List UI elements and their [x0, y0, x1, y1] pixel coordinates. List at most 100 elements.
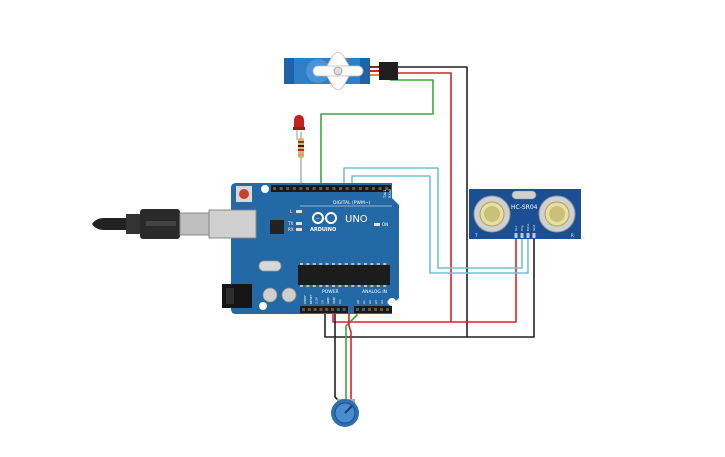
digital-pin[interactable] — [339, 187, 342, 190]
power-pin-label: GND — [326, 296, 330, 304]
analog-header — [354, 306, 392, 313]
usb-chip — [270, 220, 284, 234]
digital-pin[interactable] — [378, 187, 382, 190]
rx-led-label: RX — [288, 227, 294, 232]
analog-pin[interactable] — [368, 308, 371, 311]
power-pin[interactable] — [331, 308, 334, 311]
resistor[interactable] — [298, 138, 304, 158]
chip-pin — [383, 285, 387, 287]
chip-pin — [383, 263, 387, 265]
potentiometer[interactable] — [331, 399, 359, 427]
power-pin[interactable] — [302, 308, 305, 311]
chip-pin — [338, 285, 342, 287]
analog-pin-label: A1 — [362, 300, 366, 304]
power-pin-label: 5V — [320, 299, 324, 304]
digital-pin[interactable] — [286, 187, 290, 190]
red-led[interactable] — [293, 115, 305, 140]
sensor-pin[interactable] — [520, 233, 524, 238]
sensor-pin[interactable] — [532, 233, 536, 238]
power-header-pins — [302, 308, 389, 311]
sensor-r-mark: R — [571, 233, 574, 238]
analog-pin[interactable] — [386, 308, 389, 311]
digital-pin[interactable] — [299, 187, 303, 190]
power-pin-label: 3.3V — [315, 296, 319, 304]
wire-sensor-echo[interactable] — [351, 175, 529, 274]
crystal — [258, 260, 282, 272]
chip-pin — [370, 263, 374, 265]
chip-pin — [351, 285, 355, 287]
sensor-crystal — [511, 190, 537, 200]
analog-pin-label: A0 — [356, 300, 360, 304]
digital-pin[interactable] — [365, 187, 369, 190]
digital-pin[interactable] — [332, 187, 336, 190]
power-pin[interactable] — [342, 308, 346, 311]
sensor-t-mark: T — [474, 233, 478, 238]
servo-motor[interactable] — [284, 52, 398, 90]
chip-pin — [376, 285, 380, 287]
digital-pin[interactable] — [312, 187, 316, 190]
analog-pin[interactable] — [356, 308, 359, 311]
digital-header-pins — [273, 187, 389, 190]
power-pin-label: GND — [332, 296, 336, 304]
digital-pin[interactable] — [325, 187, 329, 190]
chip-pins — [300, 263, 387, 287]
usb-cable[interactable] — [92, 209, 211, 239]
chip-pin — [325, 263, 329, 265]
sensor-pin[interactable] — [514, 233, 518, 238]
digital-pin[interactable] — [345, 187, 349, 190]
analog-pin[interactable] — [362, 308, 365, 311]
digital-pin[interactable] — [358, 187, 362, 190]
wire-sensor-gnd[interactable] — [467, 232, 535, 338]
power-pin[interactable] — [313, 308, 317, 311]
power-pin[interactable] — [319, 308, 323, 311]
wire-servo-signal[interactable] — [320, 79, 434, 186]
mount-hole — [388, 298, 396, 306]
arduino-uno-board[interactable]: DIGITAL (PWM~) TX▸1 RX◂0 − + UNO ARDUINO… — [208, 183, 399, 314]
power-pin[interactable] — [336, 308, 340, 311]
power-pin[interactable] — [325, 308, 329, 311]
power-pin[interactable] — [307, 308, 311, 311]
chip-pin — [370, 285, 374, 287]
on-led-label: ON — [382, 222, 388, 227]
digital-pin[interactable] — [352, 187, 356, 190]
tx-led-label: TX — [287, 221, 293, 226]
on-led — [374, 223, 380, 226]
wire-pot-ground[interactable] — [334, 306, 341, 403]
digital-pin[interactable] — [385, 187, 389, 190]
l-led-label: L — [290, 209, 293, 214]
chip-pin — [344, 285, 348, 287]
wire-sensor-trig[interactable] — [343, 167, 523, 269]
arduino-logo — [312, 212, 337, 224]
atmega-chip — [298, 265, 390, 285]
sensor-pin[interactable] — [526, 233, 530, 238]
analog-pin-label: A5 — [386, 300, 390, 304]
digital-pin[interactable] — [319, 187, 323, 190]
chip-pin — [357, 263, 361, 265]
chip-pin — [338, 263, 342, 265]
sensor-pin-label: Vcc — [514, 225, 518, 231]
l-led — [296, 210, 302, 213]
digital-pin[interactable] — [372, 187, 375, 190]
wire-pot-power[interactable] — [348, 306, 352, 402]
analog-pin[interactable] — [374, 308, 377, 311]
analog-pin[interactable] — [380, 308, 383, 311]
chip-pin — [300, 263, 303, 265]
digital-pin[interactable] — [292, 187, 296, 190]
digital-pin[interactable] — [306, 187, 309, 190]
digital-pin[interactable] — [279, 187, 283, 190]
chip-pin — [344, 263, 348, 265]
analog-pin-label: A2 — [368, 300, 372, 304]
chip-pin — [364, 285, 367, 287]
digital-label: DIGITAL (PWM~) — [333, 200, 371, 206]
sensor-model: HC-SR04 — [511, 204, 538, 211]
chip-pin — [306, 263, 310, 265]
wire-sensor-vcc[interactable] — [451, 232, 517, 323]
digital-pin[interactable] — [273, 187, 276, 190]
chip-pin — [319, 285, 323, 287]
logo-minus-plus: − + — [316, 216, 326, 222]
mount-hole — [261, 185, 269, 193]
digital-header — [271, 185, 391, 192]
